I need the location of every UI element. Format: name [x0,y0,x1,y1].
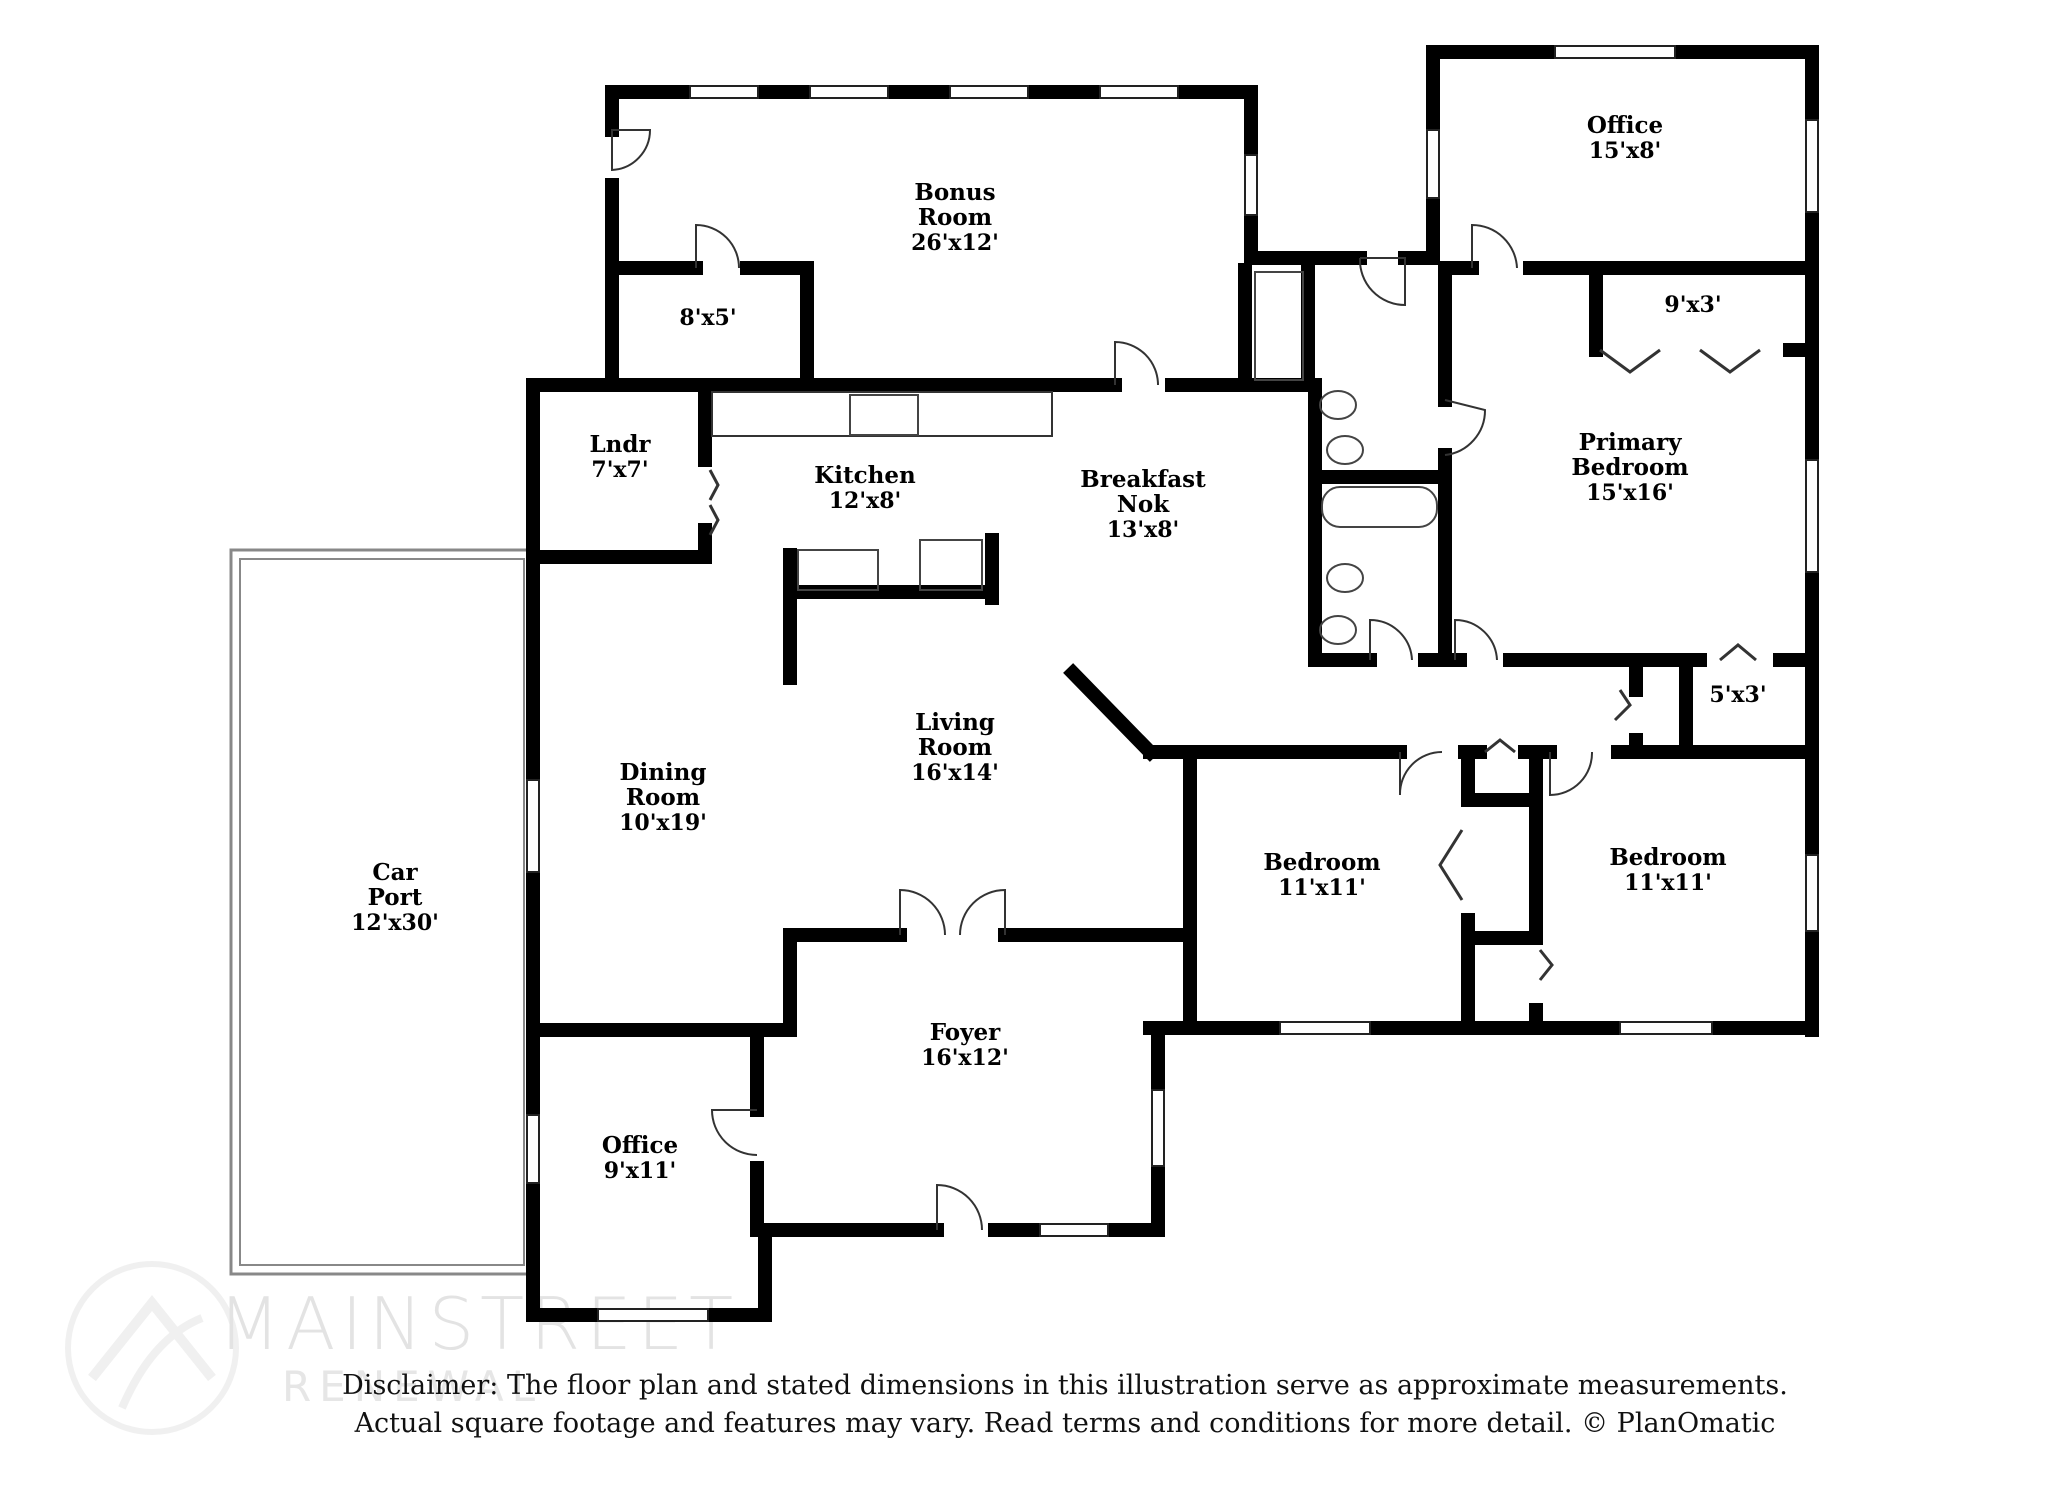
breakfast-nook-label-line2: Nok [1117,491,1170,518]
disclaimer-line-1: Disclaimer: The floor plan and stated di… [342,1370,1788,1401]
breakfast-nook-dim: 13'x8' [1107,517,1180,543]
foyer-dim: 16'x12' [921,1045,1009,1071]
watermark-brand: MAINSTREET [218,1282,740,1366]
foyer-label: Foyer [930,1019,1001,1046]
laundry-label: Lndr [589,431,651,458]
fixtures [797,271,1438,645]
office-top-dim: 15'x8' [1589,138,1662,164]
toilet-icon [1326,435,1364,465]
bedroom-left-dim: 11'x11' [1278,875,1366,901]
laundry-dim: 7'x7' [591,457,648,483]
living-room-label-line2: Room [918,734,992,761]
dining-room-label-line2: Room [626,784,700,811]
living-room-dim: 16'x14' [911,760,999,786]
primary-bedroom-dim: 15'x16' [1586,480,1674,506]
dining-room-label-line1: Dining [620,759,707,786]
doors [611,129,1594,1231]
kitchen-label: Kitchen [814,462,916,489]
closet-8x5-dim: 8'x5' [679,305,736,331]
breakfast-nook-label-line1: Breakfast [1080,466,1206,493]
closet-9x3-dim: 9'x3' [1664,292,1721,318]
mainstreet-logo-icon [65,1261,239,1435]
primary-bedroom-label-line1: Primary [1579,429,1683,456]
kitchen-counter [711,391,1053,437]
office-bottom-label: Office [602,1132,678,1159]
bathroom-sink-icon [1319,390,1357,420]
office-top-label: Office [1587,112,1663,139]
bonus-room-dim: 26'x12' [911,230,999,256]
carport-label-line2: Port [368,884,423,911]
bathroom-sink-icon [1319,615,1357,645]
bedroom-right-label: Bedroom [1609,844,1726,871]
bathtub-icon [1321,486,1438,528]
carport-dim: 12'x30' [351,910,439,936]
disclaimer-line-2: Actual square footage and features may v… [354,1408,1776,1439]
stove-icon [797,549,879,591]
carport-label-line1: Car [372,859,418,886]
closet-5x3-dim: 5'x3' [1709,682,1766,708]
sink-icon [849,394,919,436]
living-room-label-line1: Living [915,709,995,736]
bonus-room-label-line2: Room [918,204,992,231]
shower-icon [1254,271,1304,381]
bonus-room-label-line1: Bonus [914,179,995,206]
primary-bedroom-label-line2: Bedroom [1571,454,1688,481]
kitchen-dim: 12'x8' [829,488,902,514]
windows [526,45,1819,1322]
toilet-icon [1326,563,1364,593]
fridge-icon [919,539,983,591]
bedroom-left-label: Bedroom [1263,849,1380,876]
office-bottom-dim: 9'x11' [604,1158,677,1184]
room-labels: Bonus Room 26'x12' 8'x5' Office 15'x8' 9… [351,112,1767,1184]
bifold-doors [708,348,1761,981]
bedroom-right-dim: 11'x11' [1624,870,1712,896]
walls [526,45,1819,1322]
watermark-subbrand: RENEWAL [282,1362,544,1411]
dining-room-dim: 10'x19' [619,810,707,836]
